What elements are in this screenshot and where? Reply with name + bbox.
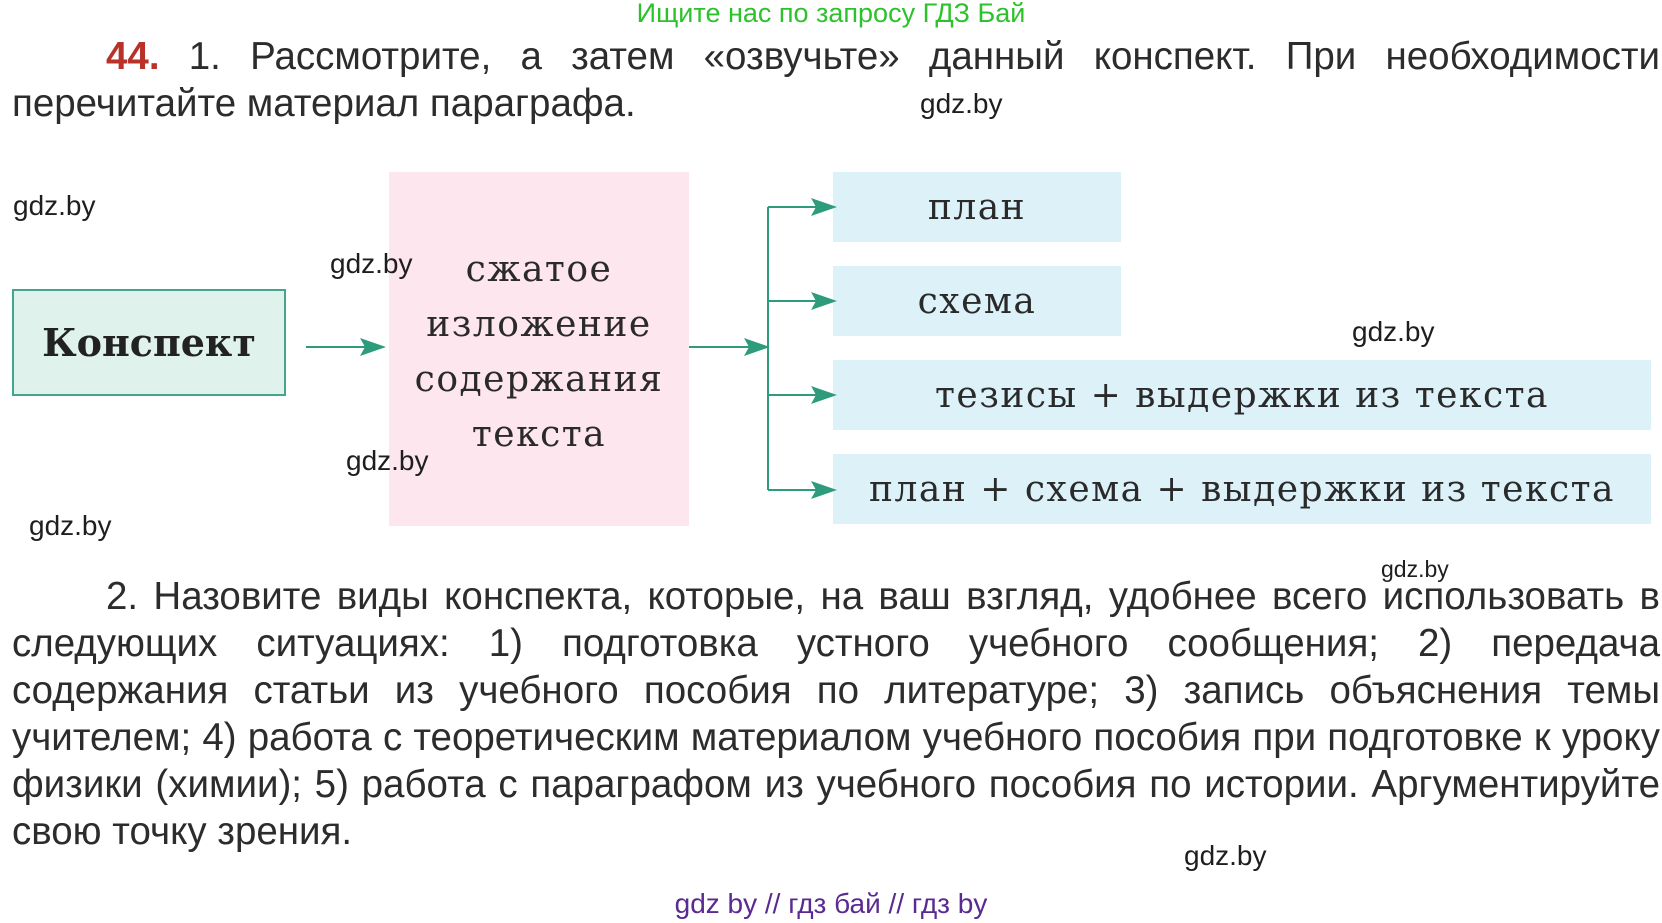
task-1-paragraph: 44. 1. Рассмотрите, а затем «озвучьте» д… <box>12 33 1660 127</box>
arrowhead <box>744 338 770 356</box>
task-1-text: 1. Рассмотрите, а затем «озвучьте» данны… <box>12 35 1660 125</box>
konspekt-box: Конспект <box>12 289 286 396</box>
exercise-number: 44. <box>106 35 160 78</box>
watermark: gdz.by <box>330 248 413 279</box>
watermark: gdz.by <box>1184 840 1267 871</box>
arrowhead <box>811 386 837 404</box>
watermark: gdz.by <box>1381 556 1449 582</box>
search-banner: Ищите нас по запросу ГДЗ Бай <box>636 0 1026 28</box>
type-box-plan: план <box>833 172 1121 242</box>
arrowhead <box>811 292 837 310</box>
watermark: gdz.by <box>29 510 112 541</box>
type-box-scheme: схема <box>833 266 1121 336</box>
watermark: gdz.by <box>1352 316 1435 347</box>
arrowhead <box>811 481 837 499</box>
task-2-paragraph: 2. Назовите виды конспекта, которые, на … <box>12 575 1660 853</box>
definition-text: сжатое изложение содержания текста <box>414 248 664 455</box>
type-box-combined: план + схема + выдержки из текста <box>833 454 1651 524</box>
footer-links: gdz by // гдз бай // гдз by <box>674 888 988 919</box>
watermark: gdz.by <box>920 88 1003 119</box>
definition-box: сжатое изложение содержания текста <box>389 172 689 526</box>
watermark: gdz.by <box>13 190 96 221</box>
watermark: gdz.by <box>346 445 429 476</box>
arrowhead <box>360 338 386 356</box>
arrowhead <box>811 198 837 216</box>
type-box-theses: тезисы + выдержки из текста <box>833 360 1651 430</box>
